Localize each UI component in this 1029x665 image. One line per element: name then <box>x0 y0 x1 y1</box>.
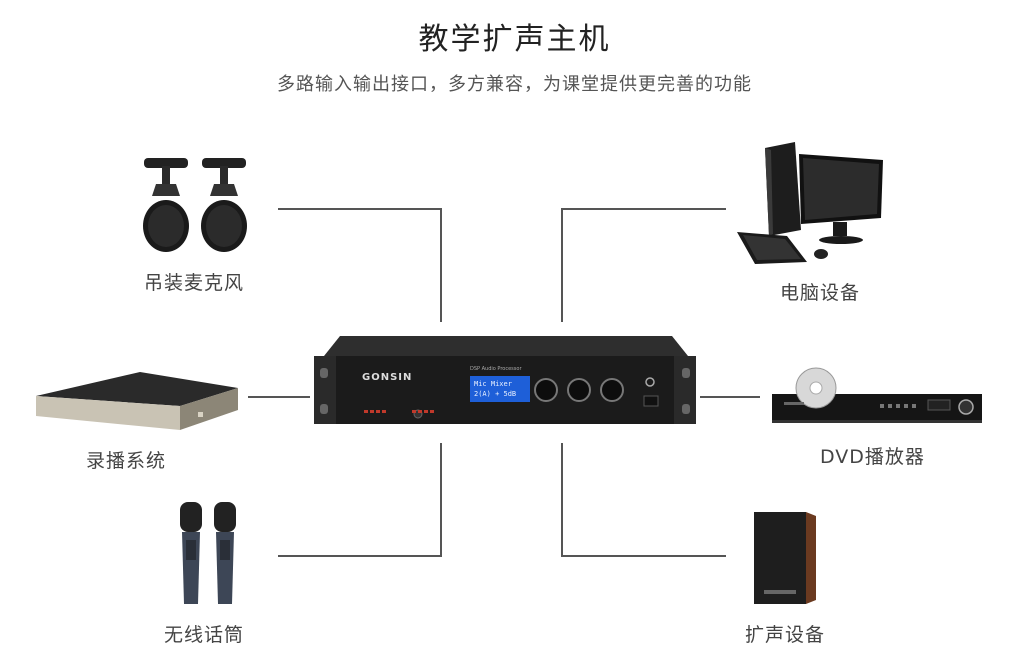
label-dvd: DVD播放器 <box>820 442 925 469</box>
line-ceiling-mic <box>278 209 441 322</box>
label-ceiling-mic: 吊装麦克风 <box>144 268 244 295</box>
ceiling-mic-image <box>140 156 255 256</box>
label-recorder: 录播系统 <box>86 446 166 473</box>
amplifier-model: DSP Audio Processor <box>470 366 522 372</box>
dvd-image <box>770 366 985 430</box>
ceiling-mic-right <box>201 158 247 252</box>
wireless-mic-left <box>180 502 202 604</box>
lcd-line-2: 2(A) + 5dB <box>474 390 516 398</box>
recorder-image <box>30 368 245 438</box>
ceiling-mic-left <box>143 158 189 252</box>
label-wireless-mic: 无线话筒 <box>164 620 244 647</box>
speaker-image <box>752 508 820 608</box>
line-speaker <box>562 443 726 556</box>
label-speaker: 扩声设备 <box>745 620 825 647</box>
center-amplifier: GONSIN DSP Audio Processor Mic Mixer 2(A… <box>312 334 698 426</box>
line-wireless-mic <box>278 443 441 556</box>
computer-image <box>735 140 885 270</box>
label-computer: 电脑设备 <box>780 278 860 305</box>
line-computer <box>562 209 726 322</box>
wireless-mic-image <box>176 500 244 610</box>
wireless-mic-right <box>214 502 236 604</box>
lcd-line-1: Mic Mixer <box>474 380 512 388</box>
amplifier-brand: GONSIN <box>362 372 412 383</box>
